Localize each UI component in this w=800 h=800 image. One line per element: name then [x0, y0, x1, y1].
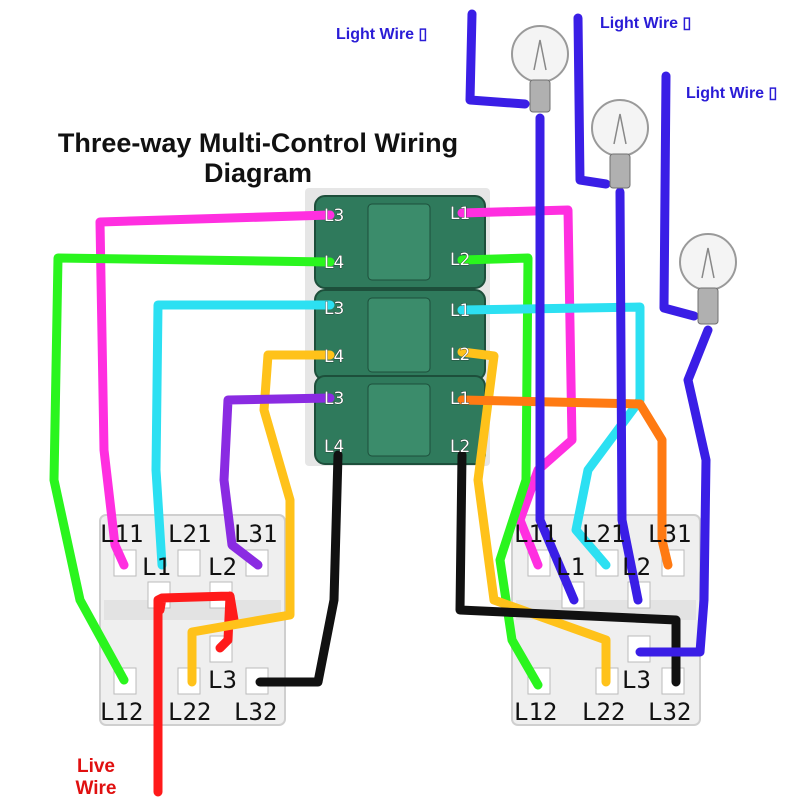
wire-cyan-right [457, 302, 645, 570]
title-line1: Three-way Multi-Control Wiring [58, 128, 458, 158]
relay-terminal-l4-1: L4 [324, 253, 344, 273]
relay-terminal-l2-1: L2 [450, 250, 470, 270]
light-wire-label-2: Light Wire ▯ [600, 15, 691, 32]
right-label-l12: L12 [514, 698, 557, 726]
light-bulb-icon-3 [679, 233, 737, 325]
wire-light-1 [465, 9, 579, 605]
right-label-l32: L32 [648, 698, 691, 726]
right-label-l11: L11 [514, 520, 557, 548]
left-label-l11: L11 [100, 520, 143, 548]
light-wire-label-3: Light Wire ▯ [686, 85, 777, 102]
relay-terminal-l3-3: L3 [324, 389, 344, 409]
left-label-l12: L12 [100, 698, 143, 726]
relay-terminal-l1-3: L1 [450, 389, 470, 409]
relay-terminal-labels: L3 L4 L3 L4 L3 L4 L1 L2 L1 L2 L1 L2 [324, 204, 471, 458]
light-bulb-icon-1 [511, 25, 569, 113]
right-label-l3: L3 [622, 666, 651, 694]
left-label-l21: L21 [168, 520, 211, 548]
relay-terminal-l4-3: L4 [324, 437, 344, 457]
live-wire-label-line1: Live [77, 756, 115, 777]
relay-terminal-l1-2: L1 [450, 301, 470, 321]
wire-light-2 [573, 13, 643, 605]
live-wire-label-line2: Wire [75, 778, 116, 799]
right-panel-labels: L11 L21 L31 L1 L2 L3 L12 L22 L32 [514, 520, 691, 726]
relay-stack [305, 188, 490, 466]
left-label-l31: L31 [234, 520, 277, 548]
wire-live [153, 591, 239, 797]
left-label-l3: L3 [208, 666, 237, 694]
wire-cyan-left [151, 300, 335, 570]
title-line2: Diagram [204, 158, 312, 188]
relay-terminal-l1-1: L1 [450, 204, 470, 224]
wire-light-3 [635, 71, 713, 657]
wire-black-left [255, 450, 343, 687]
light-bulb-icon-2 [591, 99, 649, 189]
relay-terminal-l2-2: L2 [450, 345, 470, 365]
left-label-l1: L1 [142, 553, 171, 581]
wire-yellow-left [187, 350, 335, 687]
left-panel-labels: L11 L21 L31 L1 L2 L3 L12 L22 L32 [100, 520, 277, 726]
wire-orange-right [457, 395, 673, 570]
right-label-l31: L31 [648, 520, 691, 548]
left-label-l2: L2 [208, 553, 237, 581]
wire-magenta-right [457, 205, 577, 570]
wires [49, 9, 713, 797]
right-label-l1: L1 [556, 553, 585, 581]
light-wire-label-1: Light Wire ▯ [336, 26, 427, 43]
right-label-l22: L22 [582, 698, 625, 726]
relay-terminal-l2-3: L2 [450, 437, 470, 457]
wire-magenta-left [95, 210, 335, 570]
relay-terminal-l3-1: L3 [324, 206, 344, 226]
right-label-l21: L21 [582, 520, 625, 548]
relay-terminal-l3-2: L3 [324, 299, 344, 319]
right-label-l2: L2 [622, 553, 651, 581]
wire-green-left [49, 253, 335, 685]
left-label-l32: L32 [234, 698, 277, 726]
wire-green-right [457, 253, 543, 690]
wire-purple-left [219, 393, 335, 570]
relay-terminal-l4-2: L4 [324, 347, 344, 367]
wire-yellow-right [457, 347, 611, 687]
left-label-l22: L22 [168, 698, 211, 726]
